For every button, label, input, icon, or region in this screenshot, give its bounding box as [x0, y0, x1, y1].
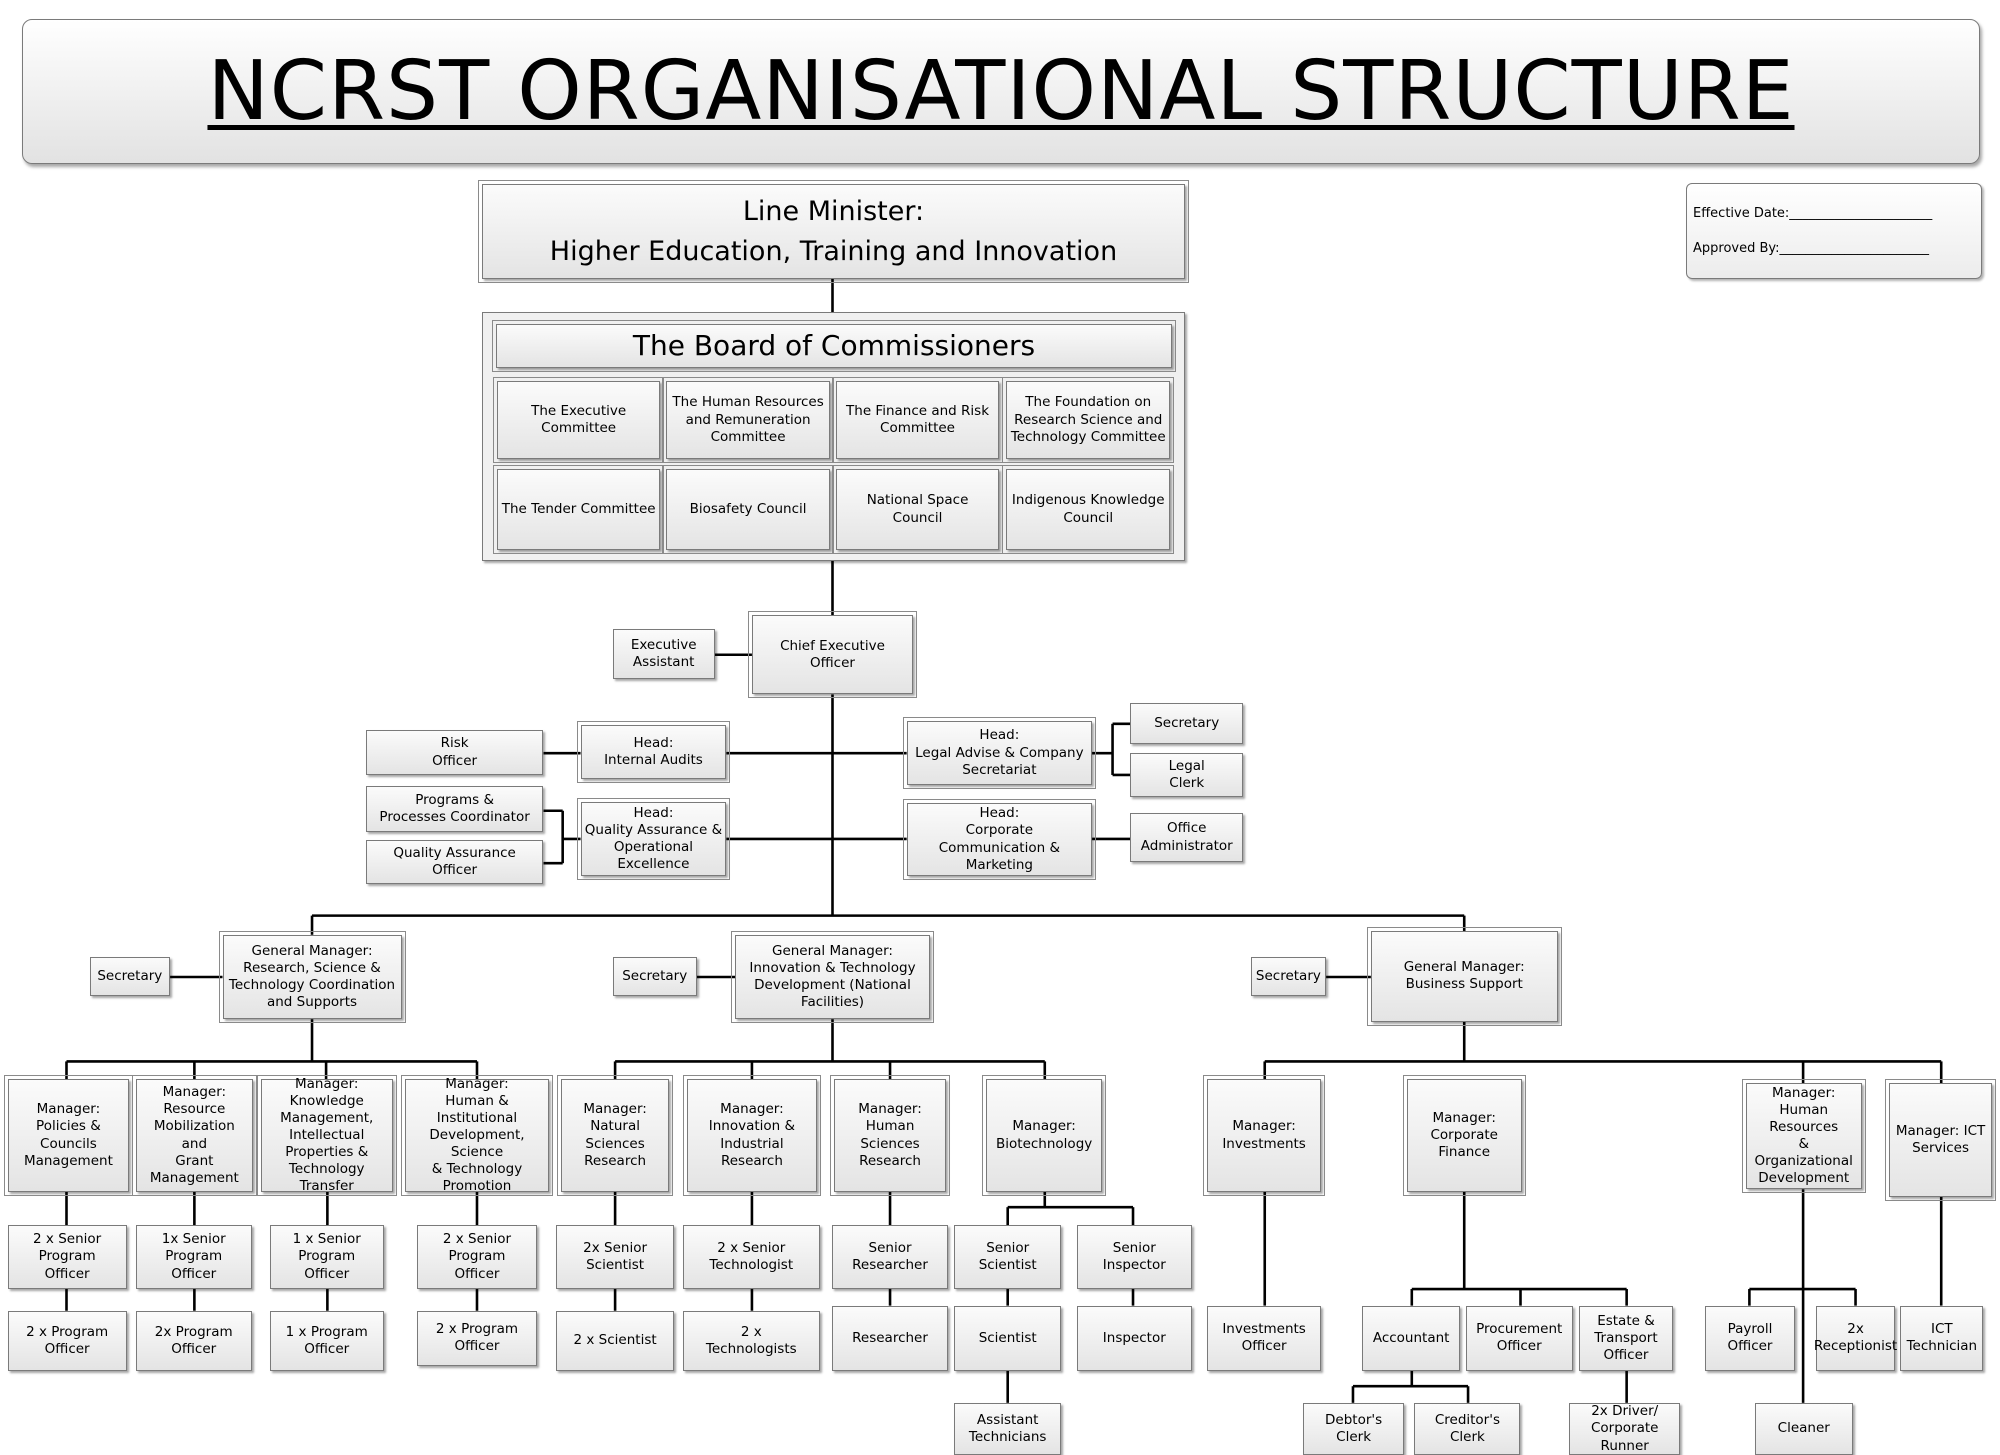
- program-officer-4-box: 2 x Program Officer: [416, 1310, 538, 1366]
- gm3-secretary-box: Secretary: [1250, 956, 1327, 997]
- senior-scientist-biotech-box: Senior Scientist: [953, 1225, 1062, 1290]
- page-title: NCRST ORGANISATIONAL STRUCTURE: [207, 44, 1795, 139]
- approval-box: Effective Date:______________________ Ap…: [1686, 183, 1982, 279]
- scientist-natural-box: 2 x Scientist: [556, 1310, 674, 1371]
- qa-officer-box: Quality Assurance Officer: [365, 840, 544, 884]
- program-officer-1-box: 2 x Program Officer: [7, 1310, 127, 1371]
- manager-policies-councils-box: Manager: Policies & Councils Management: [3, 1075, 134, 1196]
- line-minister-box: Line Minister: Higher Education, Trainin…: [478, 180, 1189, 283]
- senior-program-officer-2-box: 1x Senior Program Officer: [135, 1225, 252, 1290]
- cleaner-box: Cleaner: [1754, 1402, 1853, 1455]
- receptionist-box: 2x Receptionist: [1814, 1305, 1897, 1371]
- manager-human-sciences-box: Manager: Human Sciences Research: [829, 1075, 951, 1196]
- senior-technologist-box: 2 x Senior Technologist: [682, 1225, 820, 1290]
- ict-technician-box: ICT Technician: [1900, 1305, 1984, 1371]
- legal-clerk-box: Legal Clerk: [1130, 753, 1243, 797]
- committee-executive: The Executive Committee: [493, 377, 664, 464]
- manager-resource-mobilization-box: Manager: Resource Mobilization and Grant…: [131, 1075, 258, 1196]
- manager-investments-box: Manager: Investments: [1203, 1075, 1325, 1196]
- head-legal-box: Head: Legal Advise & Company Secretariat: [902, 717, 1097, 790]
- committee-foundation-research: The Foundation on Research Science and T…: [1002, 377, 1175, 464]
- risk-officer-box: Risk Officer: [365, 730, 544, 775]
- senior-scientist-natural-box: 2x Senior Scientist: [556, 1225, 674, 1290]
- board-title: The Board of Commissioners: [492, 320, 1176, 372]
- creditors-clerk-box: Creditor's Clerk: [1414, 1402, 1521, 1455]
- manager-human-institutional-box: Manager: Human & Institutional Developme…: [401, 1075, 553, 1196]
- gm-innovation-technology-box: General Manager: Innovation & Technology…: [731, 930, 934, 1024]
- committee-hr-remuneration: The Human Resources and Remuneration Com…: [662, 377, 834, 464]
- assistant-technicians-box: Assistant Technicians: [953, 1402, 1062, 1455]
- procurement-officer-box: Procurement Officer: [1465, 1305, 1573, 1371]
- manager-corporate-finance-box: Manager: Corporate Finance: [1402, 1075, 1526, 1196]
- accountant-box: Accountant: [1361, 1305, 1461, 1371]
- page-title-banner: NCRST ORGANISATIONAL STRUCTURE: [22, 19, 1980, 164]
- office-administrator-box: Office Administrator: [1130, 813, 1243, 862]
- researcher-box: Researcher: [832, 1305, 948, 1371]
- debtors-clerk-box: Debtor's Clerk: [1303, 1402, 1405, 1455]
- manager-innovation-industrial-box: Manager: Innovation & Industrial Researc…: [682, 1075, 822, 1196]
- head-internal-audits-box: Head: Internal Audits: [576, 721, 731, 783]
- committee-tender: The Tender Committee: [493, 465, 664, 554]
- manager-hr-organizational-box: Manager: Human Resources & Organizationa…: [1741, 1079, 1866, 1194]
- executive-assistant-box: Executive Assistant: [612, 629, 715, 680]
- inspector-box: Inspector: [1076, 1305, 1192, 1371]
- council-indigenous-knowledge: Indigenous Knowledge Council: [1002, 465, 1175, 554]
- gm1-secretary-box: Secretary: [89, 956, 171, 997]
- manager-biotechnology-box: Manager: Biotechnology: [981, 1075, 1107, 1196]
- senior-program-officer-4-box: 2 x Senior Program Officer: [416, 1225, 538, 1290]
- head-quality-assurance-box: Head: Quality Assurance & Operational Ex…: [576, 797, 731, 880]
- senior-program-officer-1-box: 2 x Senior Program Officer: [7, 1225, 127, 1290]
- manager-knowledge-management-box: Manager: Knowledge Management, Intellect…: [256, 1075, 397, 1196]
- driver-corporate-runner-box: 2x Driver/ Corporate Runner: [1569, 1402, 1681, 1455]
- scientist-biotech-box: Scientist: [953, 1305, 1062, 1371]
- council-biosafety: Biosafety Council: [662, 465, 834, 554]
- investments-officer-box: Investments Officer: [1207, 1305, 1321, 1371]
- estate-transport-officer-box: Estate & Transport Officer: [1579, 1305, 1673, 1371]
- gm2-secretary-box: Secretary: [612, 956, 697, 997]
- payroll-officer-box: Payroll Officer: [1704, 1305, 1796, 1371]
- manager-natural-sciences-box: Manager: Natural Sciences Research: [557, 1075, 673, 1196]
- programs-coordinator-box: Programs & Processes Coordinator: [365, 786, 544, 833]
- effective-date-field: Effective Date:______________________: [1693, 206, 1933, 221]
- program-officer-2-box: 2x Program Officer: [135, 1310, 252, 1371]
- ceo-box: Chief Executive Officer: [747, 611, 918, 699]
- council-national-space: National Space Council: [832, 465, 1003, 554]
- senior-researcher-box: Senior Researcher: [832, 1225, 948, 1290]
- senior-program-officer-3-box: 1 x Senior Program Officer: [269, 1225, 384, 1290]
- technologists-box: 2 x Technologists: [682, 1310, 820, 1371]
- legal-secretary-box: Secretary: [1130, 703, 1243, 745]
- gm-research-science-box: General Manager: Research, Science & Tec…: [218, 930, 406, 1024]
- program-officer-3-box: 1 x Program Officer: [269, 1310, 384, 1371]
- manager-ict-services-box: Manager: ICT Services: [1884, 1079, 1997, 1201]
- senior-inspector-box: Senior Inspector: [1076, 1225, 1192, 1290]
- committee-finance-risk: The Finance and Risk Committee: [832, 377, 1003, 464]
- approved-by-field: Approved By:_______________________: [1693, 241, 1930, 256]
- gm-business-support-box: General Manager: Business Support: [1366, 926, 1562, 1026]
- head-communication-box: Head: Corporate Communication & Marketin…: [902, 799, 1097, 880]
